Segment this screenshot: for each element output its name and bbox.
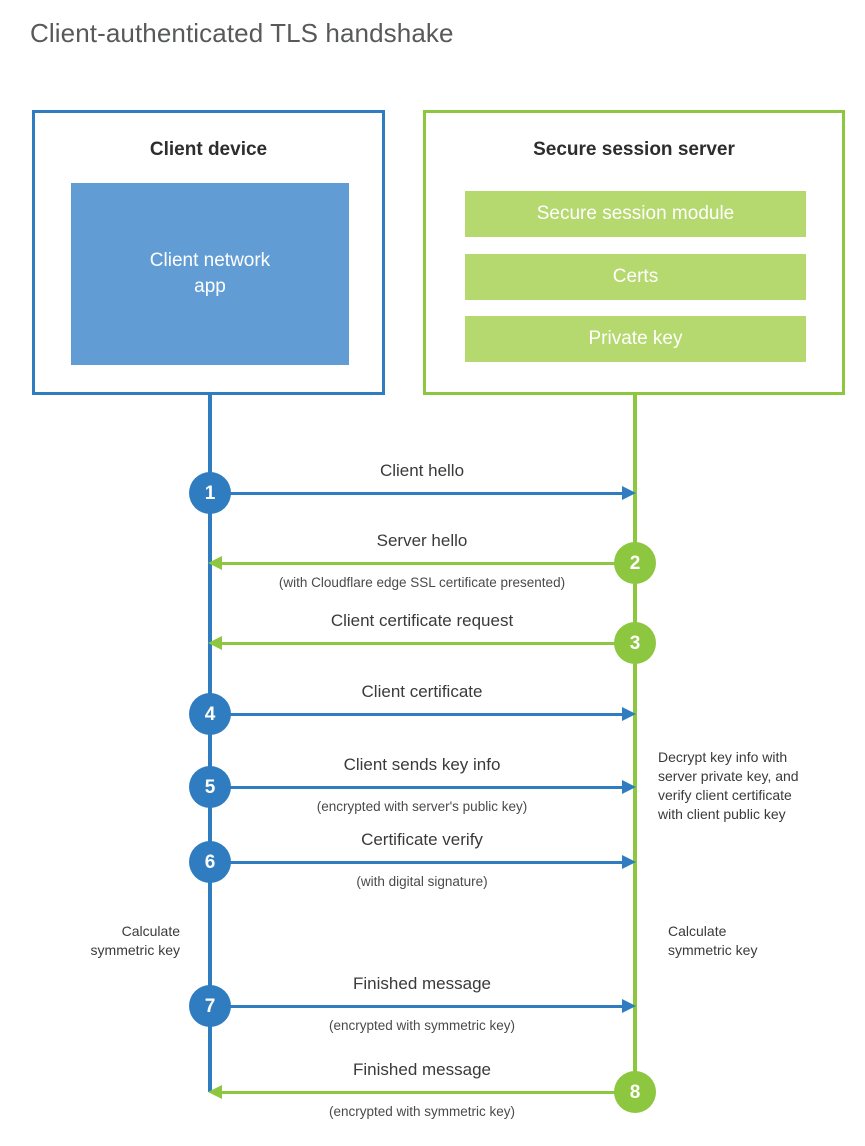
client-device-title: Client device (149, 139, 268, 160)
client-lifeline (208, 392, 212, 1092)
message-sublabel-6: (with digital signature) (356, 874, 488, 889)
note-client-symkey-line1: Calculate (121, 923, 180, 939)
message-label-6: Certificate verify (361, 830, 483, 849)
server-component-certs: Certs (465, 254, 806, 300)
secure-session-server-box: Secure session server Secure session mod… (423, 110, 845, 395)
secure-session-server-title: Secure session server (533, 139, 735, 160)
message-label-8: Finished message (353, 1060, 491, 1079)
message-sublabel-2: (with Cloudflare edge SSL certificate pr… (278, 575, 566, 590)
arrow-head-right-icon (622, 780, 636, 794)
note-client-symkey-line2: symmetric key (90, 942, 180, 958)
note-server-decrypt-line4: with client public key (658, 806, 786, 822)
note-server-decrypt-line1: Decrypt key info with (658, 749, 788, 765)
note-server-decrypt-line3: verify client certificate (658, 787, 792, 803)
client-app-label-line2: app (194, 276, 226, 297)
server-component-private-key: Private key (465, 316, 806, 362)
arrow-shaft-7 (210, 1005, 625, 1008)
client-app-label-line1: Client network (149, 250, 271, 271)
arrow-shaft-8 (219, 1091, 635, 1094)
server-lifeline (633, 392, 637, 1092)
arrow-head-right-icon (622, 855, 636, 869)
arrow-shaft-2 (219, 562, 635, 565)
step-circle-4[interactable]: 4 (189, 693, 231, 735)
arrow-shaft-3 (219, 642, 635, 645)
note-server-decrypt: Decrypt key info with server private key… (658, 748, 848, 824)
arrow-shaft-1 (210, 492, 625, 495)
client-device-box: Client device Client network app (32, 110, 385, 395)
note-client-calculate-symmetric-key: Calculate symmetric key (20, 922, 180, 960)
arrow-head-right-icon (622, 707, 636, 721)
arrow-head-left-icon (208, 1085, 222, 1099)
client-network-app-block: Client network app (71, 183, 349, 365)
message-label-2: Server hello (376, 531, 468, 550)
message-label-5: Client sends key info (343, 755, 501, 774)
message-label-7: Finished message (353, 974, 491, 993)
message-sublabel-5: (encrypted with server's public key) (316, 799, 528, 814)
arrow-shaft-6 (210, 861, 625, 864)
step-circle-5[interactable]: 5 (189, 766, 231, 808)
step-circle-2[interactable]: 2 (614, 542, 656, 584)
arrow-head-right-icon (622, 999, 636, 1013)
message-label-3: Client certificate request (330, 611, 514, 630)
message-sublabel-8: (encrypted with symmetric key) (328, 1104, 516, 1119)
arrow-head-left-icon (208, 556, 222, 570)
message-label-4: Client certificate (361, 682, 483, 701)
arrow-head-right-icon (622, 486, 636, 500)
note-server-symkey-line2: symmetric key (668, 942, 758, 958)
arrow-head-left-icon (208, 636, 222, 650)
arrow-shaft-4 (210, 713, 625, 716)
page-title: Client-authenticated TLS handshake (30, 18, 454, 48)
arrow-shaft-5 (210, 786, 625, 789)
note-server-symkey-line1: Calculate (668, 923, 727, 939)
message-sublabel-7: (encrypted with symmetric key) (328, 1018, 516, 1033)
step-circle-3[interactable]: 3 (614, 622, 656, 664)
note-server-decrypt-line2: server private key, and (658, 768, 799, 784)
step-circle-7[interactable]: 7 (189, 985, 231, 1027)
step-circle-6[interactable]: 6 (189, 841, 231, 883)
step-circle-8[interactable]: 8 (614, 1071, 656, 1113)
message-label-1: Client hello (379, 461, 465, 480)
server-component-secure-session-module: Secure session module (465, 191, 806, 237)
step-circle-1[interactable]: 1 (189, 472, 231, 514)
note-server-calculate-symmetric-key: Calculate symmetric key (668, 922, 848, 960)
